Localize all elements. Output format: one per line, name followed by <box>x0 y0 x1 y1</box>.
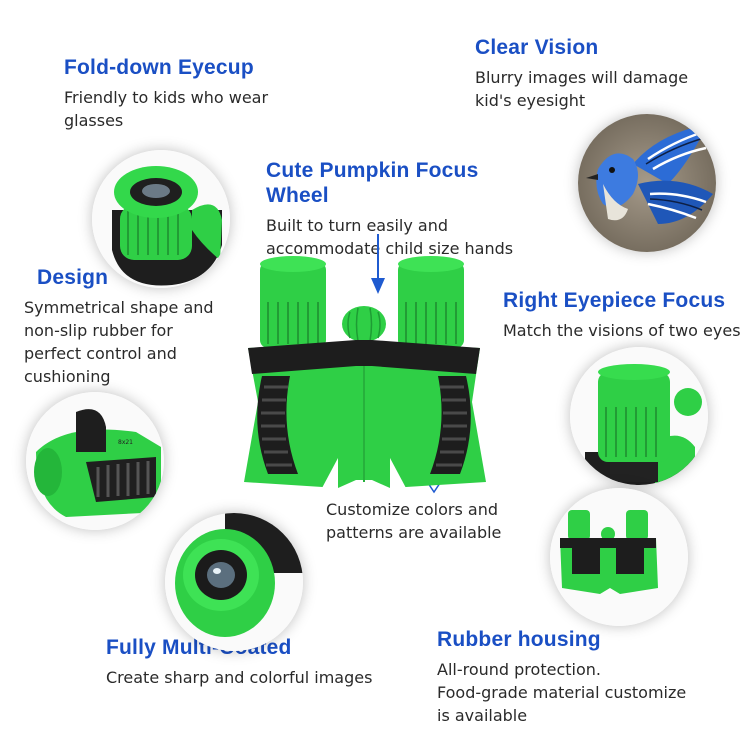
feature-rubber-housing: Rubber housing All-round protection. Foo… <box>437 627 727 727</box>
feature-description: Customize colors and patterns are availa… <box>326 498 526 544</box>
rubber-housing-image <box>550 488 688 626</box>
feature-design: Design Symmetrical shape and non-slip ru… <box>24 265 234 388</box>
desc-line: Built to turn easily and <box>266 216 448 236</box>
feature-description: All-round protection. Food-grade materia… <box>437 658 727 727</box>
binoculars-main-image <box>244 256 486 488</box>
feature-description: Friendly to kids who wear glasses <box>64 86 304 132</box>
eyecup-closeup-image <box>92 150 230 288</box>
arrow-down-icon <box>371 234 385 294</box>
desc-line: cushioning <box>24 367 111 387</box>
desc-line: kid's eyesight <box>475 91 586 111</box>
desc-line: accommodate child size hands <box>266 239 514 259</box>
multi-coated-lens-image <box>165 513 303 651</box>
feature-description: Blurry images will damage kid's eyesight <box>475 66 725 112</box>
feature-pumpkin-focus-wheel: Cute Pumpkin Focus Wheel Built to turn e… <box>266 158 546 260</box>
feature-description: Symmetrical shape and non-slip rubber fo… <box>24 296 234 388</box>
feature-description: Match the visions of two eyes <box>503 319 748 342</box>
desc-line: All-round protection. <box>437 660 601 680</box>
design-side-view-image: 8x21 <box>26 392 164 530</box>
desc-line: Blurry images will damage <box>475 68 689 88</box>
desc-line: glasses <box>64 111 124 131</box>
feature-title: Fold-down Eyecup <box>64 56 254 79</box>
feature-title: Right Eyepiece Focus <box>503 289 726 312</box>
blue-jay-image <box>578 114 716 252</box>
feature-title: Clear Vision <box>475 36 599 59</box>
feature-title: Rubber housing <box>437 628 601 651</box>
desc-line: Customize colors and <box>326 500 498 519</box>
desc-line: Symmetrical shape and <box>24 298 214 318</box>
desc-line: perfect control and <box>24 344 177 364</box>
desc-line: Friendly to kids who wear <box>64 88 269 108</box>
feature-title: Cute Pumpkin Focus Wheel <box>266 159 479 208</box>
feature-fold-down-eyecup: Fold-down Eyecup Friendly to kids who we… <box>64 55 304 132</box>
desc-line: non-slip rubber for <box>24 321 173 341</box>
desc-line: patterns are available <box>326 523 502 542</box>
desc-line: is available <box>437 706 528 726</box>
feature-description: Built to turn easily and accommodate chi… <box>266 214 546 260</box>
desc-line: Food-grade material customize <box>437 683 687 703</box>
right-eyepiece-image <box>570 347 708 485</box>
feature-clear-vision: Clear Vision Blurry images will damage k… <box>475 35 725 112</box>
svg-text:8x21: 8x21 <box>118 439 133 446</box>
feature-right-eyepiece-focus: Right Eyepiece Focus Match the visions o… <box>503 288 748 342</box>
feature-description: Create sharp and colorful images <box>106 666 406 689</box>
desc-line: Match the visions of two eyes <box>503 321 741 341</box>
feature-customize: Customize colors and patterns are availa… <box>326 498 526 544</box>
feature-title: Design <box>37 266 109 289</box>
desc-line: Create sharp and colorful images <box>106 668 373 688</box>
